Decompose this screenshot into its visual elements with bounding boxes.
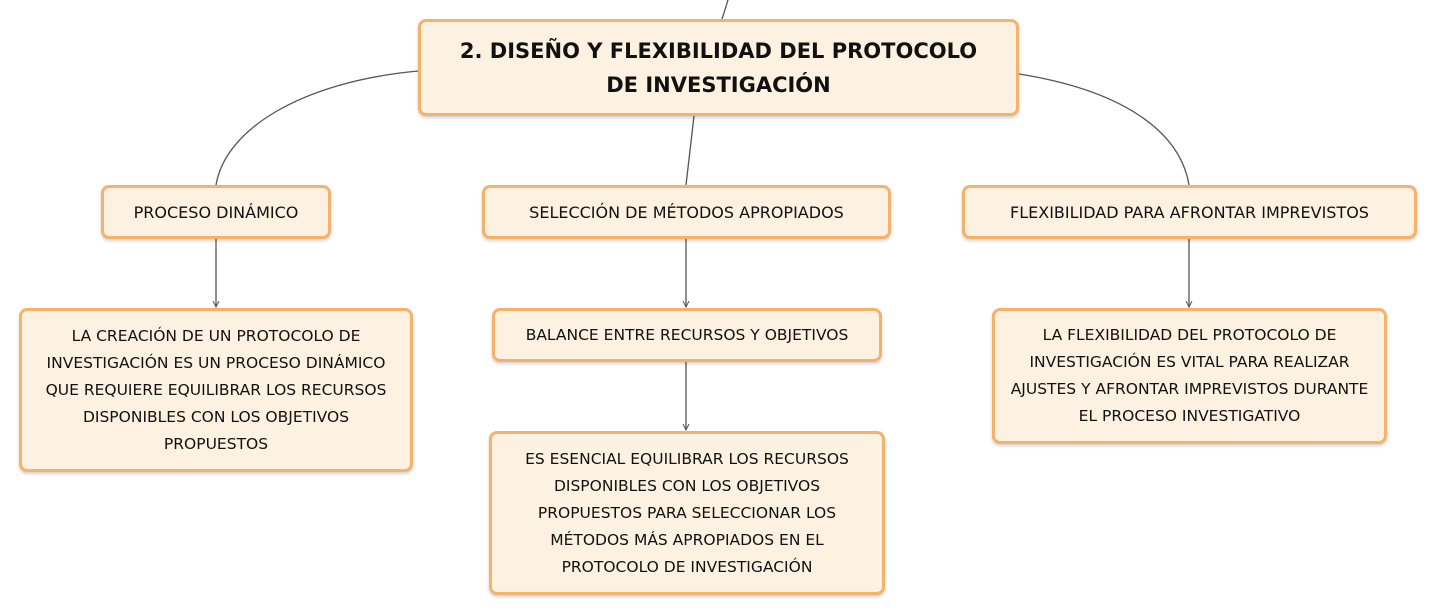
subtopic-flexibilidad-protocolo[interactable]: LA FLEXIBILIDAD DEL PROTOCOLO DE INVESTI…	[992, 308, 1387, 444]
subtopic-flexibilidad-protocolo-text: LA FLEXIBILIDAD DEL PROTOCOLO DE INVESTI…	[1010, 326, 1369, 425]
subtopic-balance-recursos[interactable]: BALANCE ENTRE RECURSOS Y OBJETIVOS	[492, 308, 882, 362]
subtopic-equilibrar-recursos-text: ES ESENCIAL EQUILIBRAR LOS RECURSOS DISP…	[525, 449, 849, 576]
root-topic[interactable]: 2. DISEÑO Y FLEXIBILIDAD DEL PROTOCOLO D…	[418, 19, 1019, 116]
subtopic-equilibrar-recursos[interactable]: ES ESENCIAL EQUILIBRAR LOS RECURSOS DISP…	[489, 431, 885, 595]
root-topic-label: 2. DISEÑO Y FLEXIBILIDAD DEL PROTOCOLO D…	[459, 38, 978, 97]
topic-proceso-dinamico[interactable]: PROCESO DINÁMICO	[101, 185, 331, 239]
connector-root-to-flexibilidad	[1018, 73, 1190, 186]
topic-flexibilidad-imprevistos[interactable]: FLEXIBILIDAD PARA AFRONTAR IMPREVISTOS	[962, 185, 1417, 239]
subtopic-protocolo-dinamico-text: LA CREACIÓN DE UN PROTOCOLO DE INVESTIGA…	[45, 326, 387, 453]
subtopic-protocolo-dinamico[interactable]: LA CREACIÓN DE UN PROTOCOLO DE INVESTIGA…	[19, 308, 413, 472]
topic-proceso-dinamico-label: PROCESO DINÁMICO	[133, 202, 299, 222]
topic-seleccion-metodos-label: SELECCIÓN DE MÉTODOS APROPIADOS	[529, 202, 844, 222]
connector-incoming	[721, 0, 729, 20]
connector-root-to-proceso-dinamico	[215, 70, 419, 186]
topic-seleccion-metodos[interactable]: SELECCIÓN DE MÉTODOS APROPIADOS	[482, 185, 891, 239]
subtopic-balance-recursos-text: BALANCE ENTRE RECURSOS Y OBJETIVOS	[525, 325, 849, 344]
topic-flexibilidad-imprevistos-label: FLEXIBILIDAD PARA AFRONTAR IMPREVISTOS	[1010, 202, 1369, 222]
connector-root-to-seleccion-metodos	[685, 115, 695, 186]
